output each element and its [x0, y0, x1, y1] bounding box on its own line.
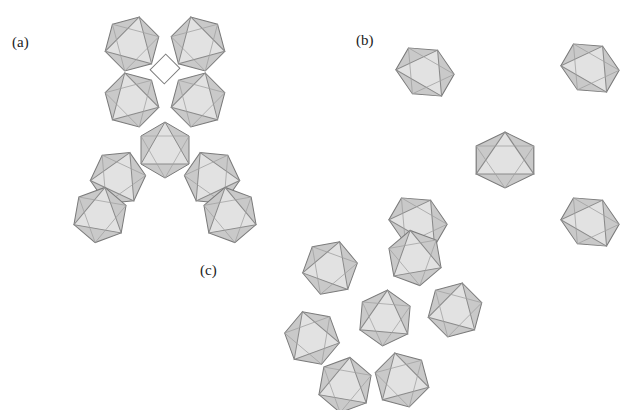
structure-c	[280, 226, 486, 410]
structure-b	[383, 33, 626, 257]
panel-label: (a)	[12, 34, 29, 51]
panel-label: (b)	[356, 32, 374, 49]
structure-a	[72, 11, 259, 247]
panel-label: (c)	[200, 262, 217, 279]
